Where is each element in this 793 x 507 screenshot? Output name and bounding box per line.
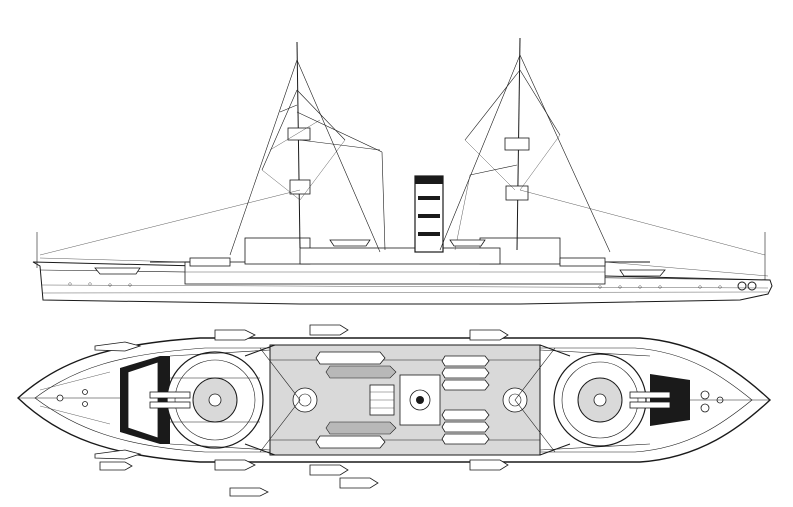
plan-deck-boats [315,351,490,449]
profile-portholes [68,281,757,291]
profile-mainmast [439,37,611,253]
plan-side-boats [94,324,509,497]
plan-aft-armor [650,374,690,426]
profile-view [32,37,773,305]
plan-view [16,324,772,497]
plan-fore-barbette [149,351,264,449]
profile-superstructure [184,261,606,285]
profile-foremast [229,41,386,256]
profile-hull [32,261,773,305]
plan-aft-barbette [553,353,671,447]
